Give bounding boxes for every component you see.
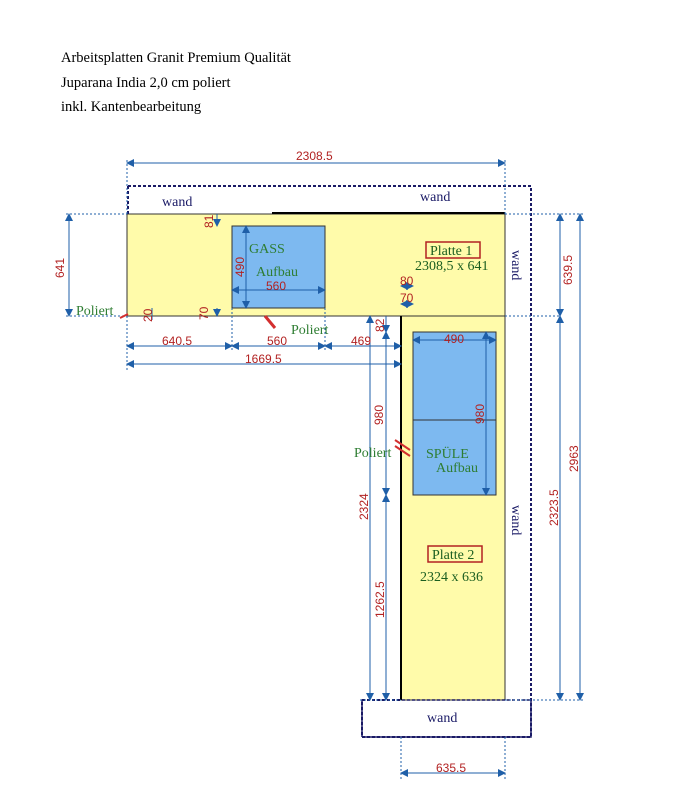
dim-front-20: 20 [141, 308, 155, 322]
dim-sink-80: 80 [400, 274, 414, 288]
dim-seg-469: 469 [351, 334, 371, 348]
dim-sink-82: 82 [373, 318, 387, 332]
dim-seg-640: 640.5 [162, 334, 192, 348]
gas-title: GASS [249, 242, 285, 257]
dim-total-width: 2308.5 [296, 149, 333, 163]
dim-sink-width: 490 [444, 332, 464, 346]
wall-bottom-box [361, 699, 532, 738]
plate-2-size: 2324 x 636 [420, 570, 483, 585]
dim-total-height: 2963 [567, 445, 581, 472]
header-line-3: inkl. Kantenbearbeitung [61, 99, 202, 115]
sink-title: SPÜLE [426, 445, 469, 462]
dim-p2-lower: 1262.5 [373, 581, 387, 618]
dim-seg-1669: 1669.5 [245, 352, 282, 366]
dim-sink-offset: 980 [372, 405, 386, 425]
dim-sink-depth: 980 [473, 404, 487, 424]
wall-label-right-lower: wand [508, 505, 523, 535]
plate-1-size: 2308,5 x 641 [415, 259, 489, 274]
dim-seg-560: 560 [267, 334, 287, 348]
header-line-1: Arbeitsplatten Granit Premium Qualität [61, 50, 291, 66]
edge-poliert-mid: Poliert [291, 323, 328, 338]
dim-gas-width: 560 [266, 279, 286, 293]
wall-label-top-right: wand [420, 190, 450, 205]
wall-label-bottom: wand [427, 711, 457, 726]
dim-right-depth: 639.5 [561, 255, 575, 285]
plate-1-title: Platte 1 [430, 244, 472, 259]
wall-label-right-upper: wand [508, 250, 523, 280]
header-line-2: Juparana India 2,0 cm poliert [61, 75, 231, 91]
plate-2-title: Platte 2 [432, 548, 474, 563]
dim-right-height: 2323.5 [547, 489, 561, 526]
wall-label-top-left: wand [162, 195, 192, 210]
dim-left-depth: 641 [53, 258, 67, 278]
dim-gas-offset-bottom: 70 [197, 306, 211, 320]
dim-sink-70: 70 [400, 291, 414, 305]
dim-bottom-width: 635.5 [436, 761, 466, 775]
edge-poliert-left: Poliert [76, 304, 113, 319]
sink-subtitle: Aufbau [436, 461, 478, 476]
dim-p2-length: 2324 [357, 493, 371, 520]
dim-gas-depth: 490 [233, 257, 247, 277]
dim-gas-offset-top: 81 [202, 214, 216, 228]
edge-poliert-inner: Poliert [354, 446, 391, 461]
gas-subtitle: Aufbau [256, 265, 298, 280]
